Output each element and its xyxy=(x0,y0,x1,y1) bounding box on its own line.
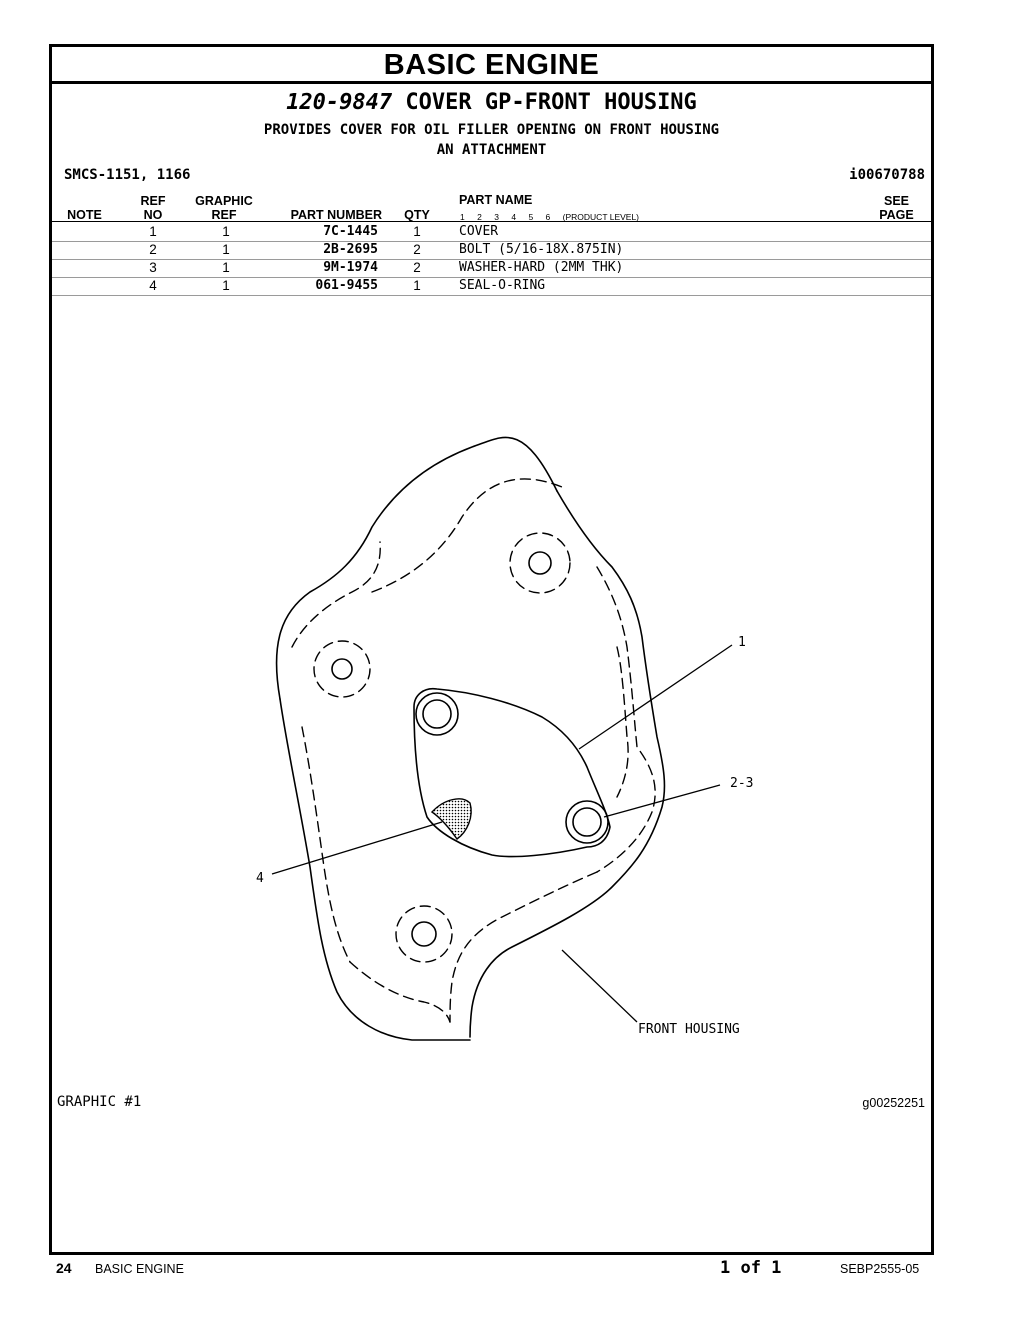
dashed-boss-left xyxy=(313,640,371,698)
section-title: BASIC ENGINE xyxy=(52,47,931,84)
dashed-flange-bottom-left xyxy=(349,961,451,1023)
product-level-6: 6 xyxy=(545,212,551,222)
document-number: SEBP2555-05 xyxy=(840,1262,920,1276)
row-graphic-ref: 1 xyxy=(222,242,230,257)
header-part-name: PART NAME xyxy=(459,193,533,207)
product-level-1: 1 xyxy=(460,212,465,222)
header-graphic-ref-line1: GRAPHIC xyxy=(195,194,253,208)
row-part-number: 061-9455 xyxy=(315,278,378,293)
header-divider xyxy=(52,221,931,222)
header-see-page: SEE PAGE xyxy=(874,194,919,222)
callout-4: 4 xyxy=(256,871,264,886)
product-level-2: 2 xyxy=(477,212,482,222)
graphic-id: g00252251 xyxy=(862,1096,925,1110)
row-part-number: 7C-1445 xyxy=(323,224,378,239)
table-row: 1 1 7C-1445 1 COVER xyxy=(52,223,931,242)
header-note: NOTE xyxy=(67,208,102,222)
exploded-view-drawing: 1 2-3 4 FRONT HOUSING xyxy=(256,428,753,1041)
row-part-number: 9M-1974 xyxy=(323,260,378,275)
row-part-name: WASHER-HARD (2MM THK) xyxy=(459,260,624,275)
leader-line-front-housing xyxy=(561,949,638,1023)
product-level-4: 4 xyxy=(511,212,517,222)
dashed-boss-bottom xyxy=(395,905,453,963)
row-ref-no: 3 xyxy=(149,260,157,275)
table-row: 3 1 9M-1974 2 WASHER-HARD (2MM THK) xyxy=(52,259,931,278)
group-number: 120-9847 xyxy=(286,90,393,115)
front-housing-label: FRONT HOUSING xyxy=(638,1022,740,1037)
group-attachment-note: AN ATTACHMENT xyxy=(436,142,547,158)
row-ref-no: 1 xyxy=(149,224,157,239)
header-graphic-ref-line2: REF xyxy=(211,208,237,222)
housing-hole-left xyxy=(331,658,353,680)
bolt-top-washer xyxy=(415,692,459,736)
footer-section: BASIC ENGINE xyxy=(95,1262,184,1276)
header-see-page-line1: SEE xyxy=(883,194,909,208)
dashed-flange-inner-left xyxy=(301,726,351,963)
bolt-right-head xyxy=(572,807,602,837)
header-graphic-ref: GRAPHIC REF xyxy=(189,194,259,222)
row-qty: 2 xyxy=(413,260,421,275)
leader-line-1 xyxy=(578,644,733,750)
row-part-number: 2B-2695 xyxy=(323,242,378,257)
housing-outline-left xyxy=(279,698,471,1041)
group-description: PROVIDES COVER FOR OIL FILLER OPENING ON… xyxy=(263,122,720,138)
housing-outline xyxy=(275,436,558,700)
illustration-id: i00670788 xyxy=(849,167,925,183)
graphic-label: GRAPHIC #1 xyxy=(57,1094,142,1110)
smcs-code: SMCS-1151, 1166 xyxy=(64,167,191,183)
row-qty: 1 xyxy=(413,278,421,293)
row-part-name: BOLT (5/16-18X.875IN) xyxy=(459,242,624,257)
bolt-top-head xyxy=(422,699,452,729)
leader-line-4 xyxy=(271,821,443,875)
header-ref-no-line1: REF xyxy=(140,194,166,208)
row-qty: 2 xyxy=(413,242,421,257)
leader-line-2-3 xyxy=(603,784,721,818)
dashed-flange-right-inner xyxy=(616,646,629,798)
header-ref-no-line2: NO xyxy=(143,208,163,222)
product-levels: 1 2 3 4 5 6 (PRODUCT LEVEL) xyxy=(460,212,649,222)
group-name: COVER GP-FRONT HOUSING xyxy=(405,90,697,115)
page-of: 1 of 1 xyxy=(720,1258,782,1278)
header-qty: QTY xyxy=(404,208,430,222)
dashed-flange-top xyxy=(371,478,563,593)
table-row: 4 1 061-9455 1 SEAL-O-RING xyxy=(52,277,931,296)
row-graphic-ref: 1 xyxy=(222,278,230,293)
cover-plate xyxy=(413,687,611,858)
product-level-label: (PRODUCT LEVEL) xyxy=(562,212,640,222)
housing-hole-bottom xyxy=(411,921,437,947)
dashed-flange-right xyxy=(596,566,656,873)
housing-outline-right xyxy=(469,490,666,1038)
callout-1: 1 xyxy=(738,635,746,650)
row-qty: 1 xyxy=(413,224,421,239)
row-ref-no: 4 xyxy=(149,278,157,293)
bolt-right-washer xyxy=(565,800,609,844)
header-ref-no: REF NO xyxy=(132,194,174,222)
row-graphic-ref: 1 xyxy=(222,260,230,275)
row-graphic-ref: 1 xyxy=(222,224,230,239)
callout-2-3: 2-3 xyxy=(730,776,753,791)
table-row: 2 1 2B-2695 2 BOLT (5/16-18X.875IN) xyxy=(52,241,931,260)
product-level-5: 5 xyxy=(528,212,534,222)
parts-page-frame: BASIC ENGINE 120-9847 COVER GP-FRONT HOU… xyxy=(49,44,934,1255)
dashed-flange-left xyxy=(291,541,381,648)
dashed-flange-bottom xyxy=(449,871,598,1023)
row-part-name: SEAL-O-RING xyxy=(459,278,546,293)
seal-o-ring xyxy=(430,798,472,840)
dashed-boss-top xyxy=(509,532,571,594)
housing-hole-top xyxy=(528,551,552,575)
header-part-number: PART NUMBER xyxy=(290,208,382,222)
row-ref-no: 2 xyxy=(149,242,157,257)
header-see-page-line2: PAGE xyxy=(879,208,914,222)
group-title: 120-9847 COVER GP-FRONT HOUSING xyxy=(52,90,931,115)
product-level-3: 3 xyxy=(494,212,499,222)
row-part-name: COVER xyxy=(459,224,499,239)
housing-outline xyxy=(277,428,557,697)
page-number: 24 xyxy=(56,1260,72,1276)
